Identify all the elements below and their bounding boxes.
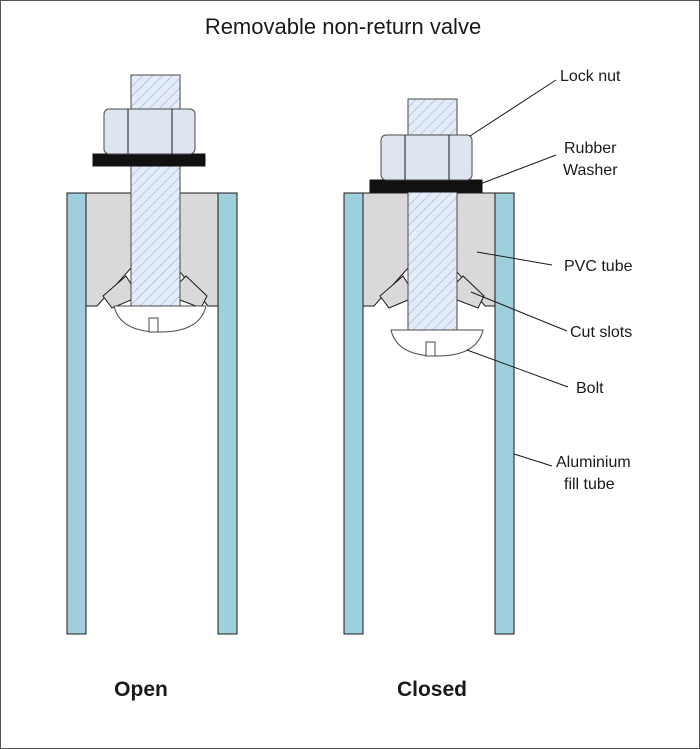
bolt-label: Bolt bbox=[576, 380, 604, 397]
open-lock-nut bbox=[103, 108, 196, 155]
pvc-tube-leader bbox=[476, 251, 553, 266]
closed-bolt-shaft bbox=[407, 98, 458, 335]
closed-lock-nut bbox=[380, 134, 473, 181]
rubber-washer-label-line2: Washer bbox=[563, 162, 618, 179]
open-valve bbox=[66, 74, 238, 635]
bolt-leader bbox=[466, 349, 569, 388]
open-rubber-washer bbox=[92, 153, 206, 167]
lock-nut-label: Lock nut bbox=[560, 68, 621, 85]
rubber-washer-leader bbox=[479, 154, 557, 185]
lock-nut-leader bbox=[469, 79, 557, 137]
aluminium-label-line2: fill tube bbox=[564, 476, 615, 493]
closed-bolt-head bbox=[390, 329, 484, 357]
aluminium-label-line1: Aluminium bbox=[556, 454, 631, 471]
aluminium-tube-leader bbox=[513, 453, 553, 467]
open-left-aluminium-wall bbox=[66, 192, 87, 635]
leader-lines bbox=[466, 79, 569, 467]
open-right-aluminium-wall bbox=[217, 192, 238, 635]
pvc-tube-label: PVC tube bbox=[564, 258, 633, 275]
cut-slots-leader bbox=[470, 291, 568, 332]
closed-valve bbox=[343, 98, 515, 635]
open-caption: Open bbox=[114, 678, 168, 701]
rubber-washer-label-line1: Rubber bbox=[564, 140, 617, 157]
cut-slots-label: Cut slots bbox=[570, 324, 632, 341]
closed-left-aluminium-wall bbox=[343, 192, 364, 635]
closed-bolt-slot bbox=[425, 341, 436, 357]
open-bolt-head bbox=[113, 305, 207, 333]
closed-caption: Closed bbox=[397, 678, 467, 701]
closed-rubber-washer bbox=[369, 179, 483, 193]
closed-right-aluminium-wall bbox=[494, 192, 515, 635]
open-bolt-slot bbox=[148, 317, 159, 333]
diagram-title: Removable non-return valve bbox=[205, 14, 481, 39]
